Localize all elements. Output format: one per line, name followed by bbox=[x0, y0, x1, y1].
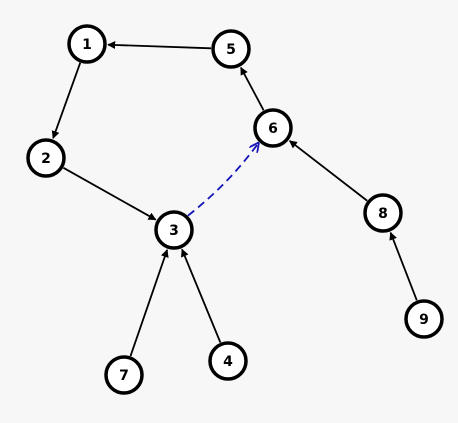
edge-6-to-5 bbox=[240, 66, 265, 111]
node-1-circle bbox=[67, 24, 107, 64]
edges-layer bbox=[51, 40, 418, 357]
node-1-label: 1 bbox=[82, 37, 92, 53]
node-5-label: 5 bbox=[226, 42, 236, 58]
node-7: 7 bbox=[104, 355, 144, 395]
node-9: 9 bbox=[404, 299, 444, 339]
node-6-label: 6 bbox=[268, 121, 278, 137]
edge-2-to-3 bbox=[62, 167, 157, 221]
edge-7-to-3 bbox=[129, 249, 169, 357]
node-5: 5 bbox=[211, 29, 251, 69]
node-9-label: 9 bbox=[419, 312, 429, 328]
node-8-label: 8 bbox=[378, 206, 388, 222]
node-7-circle bbox=[104, 355, 144, 395]
node-4-circle bbox=[208, 341, 248, 381]
node-6: 6 bbox=[253, 108, 293, 148]
node-2-circle bbox=[26, 138, 66, 178]
node-9-circle bbox=[404, 299, 444, 339]
node-2: 2 bbox=[26, 138, 66, 178]
node-3-circle bbox=[154, 210, 194, 250]
node-5-circle bbox=[211, 29, 251, 69]
edge-4-to-3 bbox=[181, 248, 222, 343]
node-8-circle bbox=[363, 193, 403, 233]
edge-8-to-6 bbox=[288, 140, 368, 202]
node-6-circle bbox=[253, 108, 293, 148]
edge-9-to-8 bbox=[389, 231, 418, 301]
node-2-label: 2 bbox=[41, 151, 51, 167]
edge-3-to-6 bbox=[187, 143, 258, 217]
node-7-label: 7 bbox=[119, 368, 129, 384]
nodes-layer: 1 2 3 4 5 6 7 8 9 bbox=[26, 24, 444, 395]
node-8: 8 bbox=[363, 193, 403, 233]
edge-5-to-1 bbox=[107, 40, 212, 50]
node-3-label: 3 bbox=[169, 223, 179, 239]
node-4: 4 bbox=[208, 341, 248, 381]
node-4-label: 4 bbox=[223, 354, 233, 370]
node-1: 1 bbox=[67, 24, 107, 64]
node-3: 3 bbox=[154, 210, 194, 250]
edge-1-to-2 bbox=[51, 62, 82, 139]
